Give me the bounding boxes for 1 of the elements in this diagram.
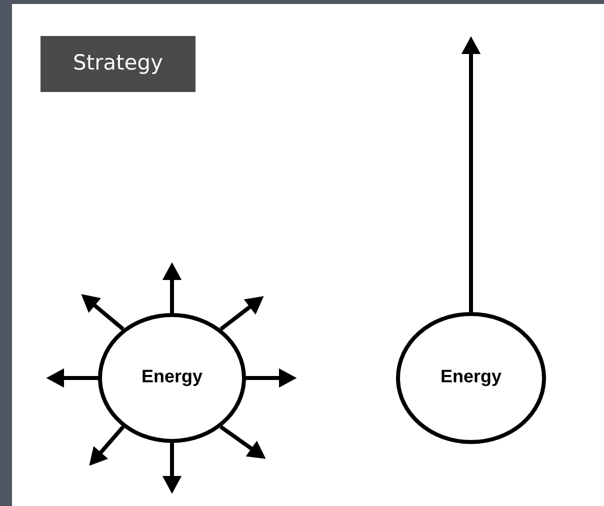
label-box: Strategy	[40, 36, 196, 92]
